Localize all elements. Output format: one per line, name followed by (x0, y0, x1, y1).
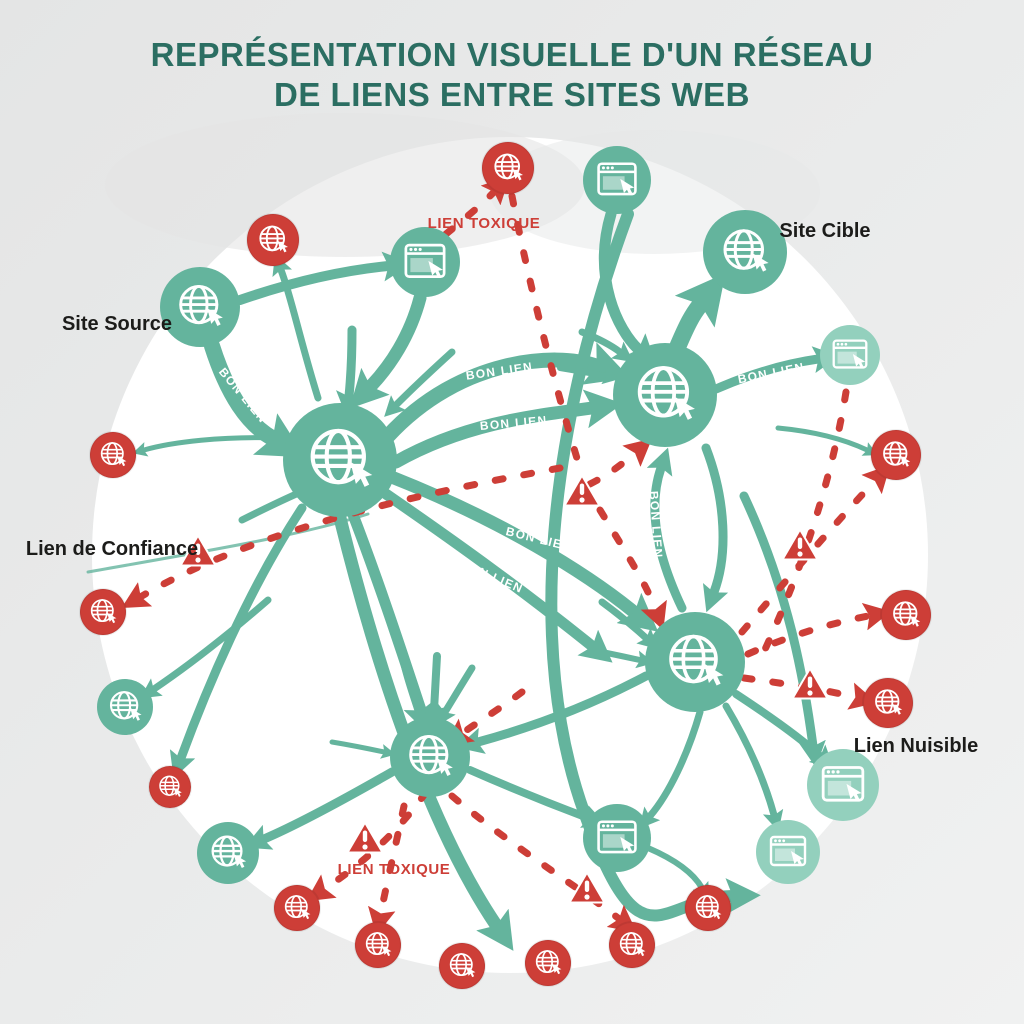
soft-shadow-blob (105, 113, 585, 257)
red-node-bottom-1 (273, 884, 321, 932)
bon-lien-arrow (140, 596, 272, 699)
lien-toxique-arrow (586, 438, 653, 488)
lien-toxique-arrow (744, 602, 892, 658)
bon-lien-arrow (639, 708, 704, 829)
bon-lien-arrow (598, 598, 659, 650)
bon-lien-arrow (387, 471, 659, 632)
bon-lien-arrow (272, 254, 322, 402)
bon-lien-arrow (235, 251, 412, 305)
lien-toxique-arrow (596, 506, 667, 631)
bon-lien-arrow (775, 425, 878, 456)
red-node-left-1 (89, 431, 137, 479)
bon-lien-arrow (349, 291, 427, 409)
label-lien-toxique-top: LIEN TOXIQUE (428, 215, 541, 232)
page-title-line2: DE LIENS ENTRE SITES WEB (274, 76, 750, 113)
bon-lien-arrow (204, 338, 306, 458)
nodes (79, 141, 932, 990)
bon-lien-arrow (436, 664, 476, 727)
lien-toxique-arrow (442, 176, 510, 238)
bon-lien-arrow (669, 273, 726, 355)
browser-node-bottom (583, 804, 651, 872)
lien-toxique-arrow (448, 792, 637, 933)
label-site-source: Site Source (62, 313, 172, 335)
hub-node-left (283, 403, 397, 517)
node-site-cible (703, 210, 787, 294)
lien-toxique-arrow (306, 788, 430, 902)
bon-lien-arrow (329, 739, 396, 759)
bon-lien-arrow (132, 435, 285, 457)
label-site-cible: Site Cible (779, 220, 870, 242)
bon-lien-arrow (722, 702, 784, 832)
hub-node-right-upper (613, 343, 717, 447)
browser-node-bottom-right (756, 820, 820, 884)
label-bon-lien: BON LIEN (647, 490, 666, 559)
bon-lien-arrow (739, 491, 826, 768)
lien-toxique-line (756, 388, 850, 664)
bon-lien-arrow (557, 365, 621, 385)
bon-lien-arrow (384, 348, 456, 417)
bon-lien-arrow (244, 767, 397, 850)
page-title-line1: REPRÉSENTATION VISUELLE D'UN RÉSEAU (151, 36, 874, 73)
red-node-right-1 (870, 429, 922, 481)
red-node-right-3 (862, 677, 914, 729)
lien-toxique-arrow (444, 688, 526, 746)
bon-lien-arrow (169, 503, 307, 779)
label-lien-de-confiance: Lien de Confiance (26, 538, 198, 560)
red-node-bottom-5 (608, 921, 656, 969)
hub-node-bottom (390, 717, 470, 797)
lien-toxique-arrow (738, 464, 891, 636)
browser-node-top (583, 146, 651, 214)
good-link-arrows (86, 208, 878, 951)
bon-lien-arrow (711, 346, 840, 394)
red-node-bottom-2 (354, 921, 402, 969)
lien-toxique-arrow (367, 802, 408, 936)
browser-node-right (820, 325, 880, 385)
browser-node-nuisible (807, 749, 879, 821)
bon-lien-arrow (589, 647, 655, 669)
bon-lien-arrow (336, 325, 363, 418)
lien-toxique-arrow (121, 464, 564, 608)
toxic-link-arrows (121, 176, 892, 936)
bon-lien-arrow (645, 845, 710, 901)
bon-lien-arrow (380, 488, 613, 663)
red-node-bottom-6 (684, 884, 732, 932)
red-node-left-3 (148, 765, 192, 809)
bon-lien-arrow (422, 652, 447, 730)
red-node-right-2 (880, 589, 932, 641)
bon-lien-arrow (545, 208, 761, 922)
bon-lien-arrow (466, 766, 606, 828)
label-lien-nuisible: Lien Nuisible (854, 735, 978, 757)
red-node-top-left (246, 213, 300, 267)
teal-globe-bottom-left (197, 822, 259, 884)
bon-lien-arrow (646, 447, 687, 613)
bon-lien-arrow (400, 658, 430, 731)
red-node-bottom-4 (524, 939, 572, 987)
label-lien-toxique-bottom: LIEN TOXIQUE (338, 861, 451, 878)
red-node-top (481, 141, 535, 195)
red-node-left-2 (79, 588, 127, 636)
bon-lien-arrow (701, 443, 729, 613)
teal-globe-left (97, 679, 153, 735)
red-node-bottom-3 (438, 942, 486, 990)
bon-lien-arrow (598, 208, 658, 368)
node-site-source (160, 267, 240, 347)
lien-toxique-line (508, 192, 584, 472)
browser-node-upper-left (390, 227, 460, 297)
label-bon-lien: BON LIEN (479, 413, 548, 433)
hub-node-right-lower (645, 612, 745, 712)
bon-lien-arrow (578, 328, 634, 363)
